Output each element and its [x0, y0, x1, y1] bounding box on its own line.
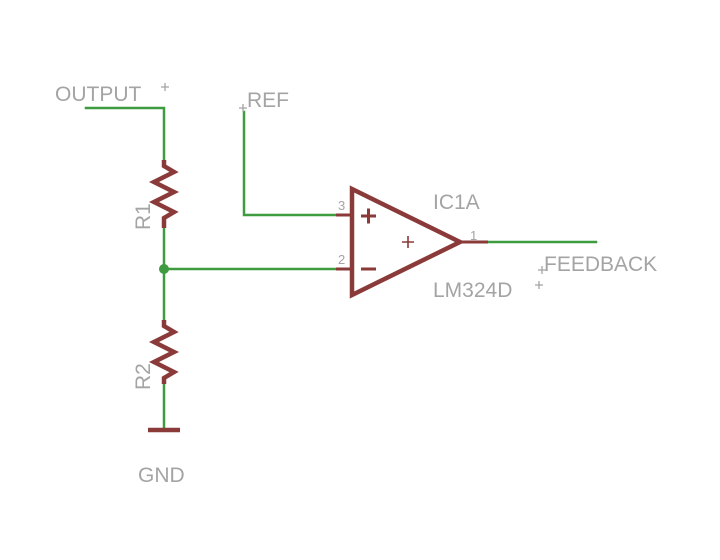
ic-value-label: LM324D [433, 279, 512, 302]
resistor-r1-label: R1 [132, 203, 155, 230]
gnd-label: GND [138, 464, 185, 487]
resistor-r2[interactable]: R2 [132, 320, 180, 390]
pin1-number: 1 [470, 228, 477, 243]
resistor-r2-body[interactable] [148, 320, 180, 384]
resistor-r2-label: R2 [132, 363, 155, 390]
ground-symbol[interactable]: GND [138, 427, 185, 487]
inner-plus-icon [402, 236, 414, 248]
pin2-number: 2 [338, 252, 345, 267]
ic-value-origin-icon [535, 281, 543, 289]
output-net-label: OUTPUT [55, 83, 142, 106]
pin3-number: 3 [338, 198, 345, 213]
output-net-wire[interactable] [84, 106, 166, 162]
opamp-triangle[interactable] [349, 185, 466, 299]
plus-sign-icon [361, 208, 376, 224]
resistor-r1[interactable]: R1 [132, 160, 180, 230]
feedback-origin-icon [538, 266, 546, 274]
output-origin-icon [161, 83, 169, 91]
opamp-ic1a[interactable]: 3 2 1 IC1A LM324D [336, 185, 543, 302]
ref-net-wire[interactable] [242, 110, 338, 217]
ref-net-label: REF [247, 89, 289, 112]
net-labels: OUTPUT REF FEEDBACK [55, 83, 657, 276]
ref-origin-icon [239, 104, 247, 112]
feedback-net-label: FEEDBACK [544, 253, 657, 276]
resistor-r1-body[interactable] [148, 160, 180, 228]
ic-name-label: IC1A [433, 191, 480, 214]
wires [84, 106, 598, 432]
junction-dot[interactable] [159, 264, 169, 274]
